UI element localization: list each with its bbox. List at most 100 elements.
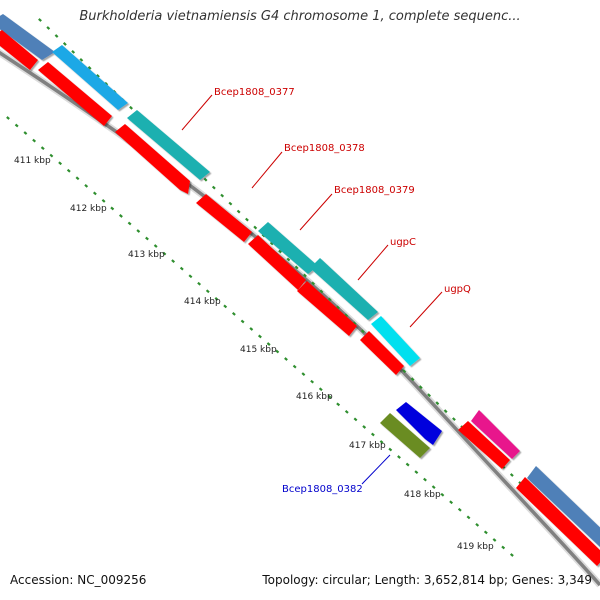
cds-red-4[interactable] <box>196 194 252 242</box>
tick-dot <box>353 417 358 422</box>
tick-dot <box>286 257 291 262</box>
tick-dot <box>240 319 245 324</box>
cds-red-3[interactable] <box>115 124 190 194</box>
tick-label: 419 kbp <box>457 542 494 552</box>
tick-dot <box>388 447 393 452</box>
tick-dot <box>214 296 219 301</box>
tick-dot <box>92 191 97 196</box>
tick-dot <box>303 273 307 278</box>
tick-dot <box>501 545 506 550</box>
gene-label[interactable]: ugpC <box>390 237 416 248</box>
tick-dot <box>40 146 45 151</box>
callout-line-Bcep1808_0377 <box>181 94 213 131</box>
tick-dot <box>84 183 89 188</box>
tick-dot <box>336 305 340 310</box>
tick-dot <box>23 131 28 135</box>
gene-labels: Bcep1808_0377 Bcep1808_0378 Bcep1808_037… <box>214 87 471 495</box>
gene-steelblue-left[interactable] <box>0 14 55 60</box>
tick-dot <box>101 198 106 203</box>
tick-dot <box>327 297 332 302</box>
gene-dark-blue[interactable] <box>396 402 442 445</box>
tick-dot <box>319 289 324 294</box>
tick-dot <box>211 185 216 190</box>
tick-dot <box>236 209 241 214</box>
tick-dot <box>360 329 365 334</box>
cds-red-1[interactable] <box>0 30 38 70</box>
tick-dot <box>362 425 367 429</box>
tick-dot <box>370 432 375 437</box>
gene-magenta[interactable] <box>471 410 520 459</box>
tick-label: 412 kbp <box>70 204 107 214</box>
gene-teal-2[interactable] <box>258 222 318 274</box>
gene-steelblue-right[interactable] <box>527 466 600 547</box>
cds-red-6[interactable] <box>297 281 357 336</box>
gene-label[interactable]: Bcep1808_0382 <box>282 484 363 495</box>
tick-dot <box>6 116 10 120</box>
tick-label: 414 kbp <box>184 297 221 307</box>
tick-dot <box>223 304 228 309</box>
tick-dot <box>75 176 80 181</box>
tick-dot <box>311 281 316 286</box>
tick-label: 418 kbp <box>404 490 441 500</box>
callout-line-Bcep1808_0379 <box>299 193 333 231</box>
cds-red-2[interactable] <box>38 62 112 126</box>
tick-dot <box>228 201 233 206</box>
tick-dot <box>310 379 315 384</box>
tick-dot <box>162 251 167 256</box>
tick-dot <box>410 377 415 382</box>
tick-dot <box>269 241 274 246</box>
tick-dot <box>188 274 193 279</box>
tick-dot <box>127 221 132 226</box>
tick-dot <box>475 522 480 527</box>
cds-red-5[interactable] <box>248 235 306 290</box>
tick-dot <box>483 530 488 535</box>
tick-dot <box>352 321 357 326</box>
tick-dot <box>457 507 462 512</box>
gene-cyan[interactable] <box>371 316 420 366</box>
tick-dot <box>54 34 59 38</box>
tick-dot <box>449 500 454 505</box>
cds-red-8[interactable] <box>458 421 510 469</box>
tick-dot <box>509 553 514 557</box>
inner-feature-track <box>0 30 600 566</box>
tick-dot <box>205 289 210 294</box>
gene-label[interactable]: Bcep1808_0378 <box>284 143 365 154</box>
gene-label[interactable]: ugpQ <box>444 284 471 295</box>
cds-red-7[interactable] <box>360 331 404 375</box>
tick-dot <box>245 217 249 222</box>
tick-dot <box>136 229 141 233</box>
cds-red-9[interactable] <box>516 477 600 566</box>
tick-dot <box>96 74 100 78</box>
gene-teal-1[interactable] <box>127 110 210 180</box>
tick-dot <box>14 123 19 128</box>
tick-dot <box>203 177 208 182</box>
gene-skyblue-1[interactable] <box>52 45 128 110</box>
tick-dot <box>253 225 258 230</box>
gene-label[interactable]: Bcep1808_0379 <box>334 185 415 196</box>
tick-dot <box>145 236 149 241</box>
tick-dot <box>266 342 271 346</box>
tick-dot <box>58 161 63 166</box>
tick-dot <box>423 477 427 482</box>
tick-dot <box>397 455 401 459</box>
chromosome-backbone <box>0 48 600 588</box>
tick-dot <box>249 327 254 331</box>
gene-teal-3[interactable] <box>310 258 378 320</box>
tick-dot <box>257 334 262 339</box>
tick-dot <box>301 372 306 377</box>
gene-olive[interactable] <box>380 413 430 458</box>
tick-label: 411 kbp <box>14 156 51 166</box>
tick-dot <box>278 249 282 254</box>
tick-dot <box>294 265 299 270</box>
gene-callout-lines <box>181 94 443 485</box>
map-title: Burkholderia vietnamiensis G4 chromosome… <box>79 9 521 24</box>
tick-dot <box>402 369 407 374</box>
gene-label[interactable]: Bcep1808_0377 <box>214 87 295 98</box>
callout-line-Bcep1808_0382 <box>361 454 391 485</box>
tick-dot <box>32 138 37 143</box>
tick-dot <box>344 313 349 318</box>
tick-dot <box>379 440 384 444</box>
tick-dot <box>431 485 436 490</box>
tick-dot <box>318 387 323 392</box>
